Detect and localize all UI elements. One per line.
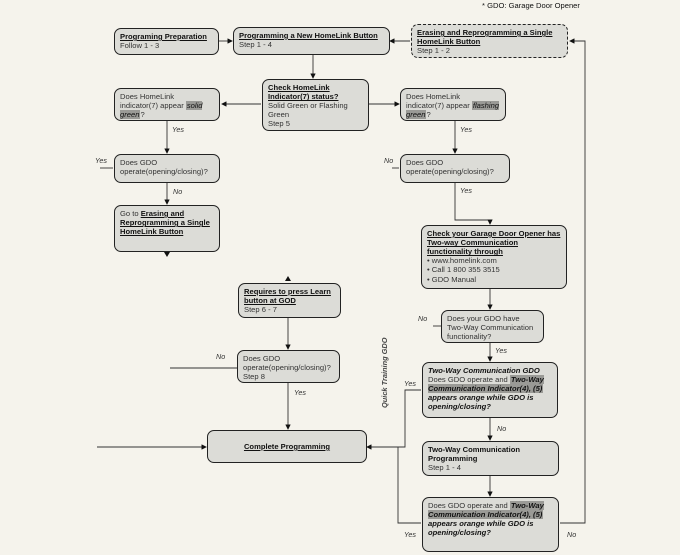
solid-post: ? [140,110,145,120]
final-question-box: Does GDO operate and Two-Way Communicati… [422,497,559,552]
final-pre: Does GDO operate and [428,501,510,510]
flash-post: ? [426,110,431,120]
twoway-gdo-no-label: No [497,424,507,433]
twoway-q-text: Does your GDO have Two-Way Communication… [447,314,534,342]
erase-reprogram-box[interactable]: Erasing and Reprogramming a Single HomeL… [411,24,568,58]
step8-no-label: No [216,352,226,361]
arrow-final-no-to-erase [560,38,586,524]
twoway-gdo-yes-label: Yes [404,379,416,388]
twoway-question-box: Does your GDO have Two-Way Communication… [441,310,544,343]
arrow-final-yes-to-complete [397,447,421,524]
learn-title: Requires to press Learn button at GOD [244,287,331,306]
check-twoway-item-3: • GDO Manual [427,274,477,284]
arrow-twoway-yes-to-complete [366,389,421,450]
twoway-gdo-pre: Does GDO operate and [428,375,510,385]
prep-sub: Follow 1 - 3 [120,41,160,51]
goto-erase-box[interactable]: Go to Erasing and Reprogramming a Single… [114,205,220,252]
gdo-right-text: Does GDO operate(opening/closing)? [406,158,494,177]
side-label: Quick Training GDO [380,337,389,409]
goto-pre: Go to [120,209,141,218]
learn-sub: Step 6 - 7 [244,305,277,315]
twoway-q-yes-label: Yes [495,346,507,355]
twoway-gdo-box: Two-Way Communication GDO Does GDO opera… [422,362,558,418]
erase-sub: Step 1 - 2 [417,46,450,56]
check-twoway-title: Check your Garage Door Opener has Two-wa… [427,229,561,257]
check-step: Step 5 [268,119,290,129]
learn-button-box: Requires to press Learn button at GOD St… [238,283,341,318]
twoway-gdo-post: appears orange while GDO is opening/clos… [428,393,534,412]
final-yes-label: Yes [404,530,416,539]
erase-title: Erasing and Reprogramming a Single HomeL… [417,28,553,47]
gdo-step8-text: Does GDO operate(opening/closing)? [243,354,331,373]
twoway-gdo-header: Two-Way Communication GDO [428,366,540,375]
gdo-step8-sub: Step 8 [243,372,265,382]
programming-preparation-box[interactable]: Programing Preparation Follow 1 - 3 [114,28,219,55]
check-twoway-box: Check your Garage Door Opener has Two-wa… [421,225,567,289]
gdo-right-no-label: No [384,156,394,165]
complete-programming-box[interactable]: Complete Programming [207,430,367,463]
twoway-programming-box[interactable]: Two-Way Communication Programming Step 1… [422,441,559,476]
twoway-q-no-label: No [418,314,428,323]
final-no-label: No [567,530,577,539]
legend-note: * GDO: Garage Door Opener [482,1,580,10]
complete-title: Complete Programming [243,441,331,451]
check-twoway-item-1: • www.homelink.com [427,256,497,266]
gdo-left-yes-label: Yes [95,156,107,165]
flash-yes-label: Yes [460,125,472,134]
check-title: Check HomeLink Indicator(7) status? [268,83,339,102]
twoway-prog-sub: Step 1 - 4 [428,463,461,473]
program-new-button-box[interactable]: Programming a New HomeLink Button Step 1… [233,27,390,55]
gdo-operate-left-box: Does GDO operate(opening/closing)? [114,154,220,183]
check-twoway-item-2: • Call 1 800 355 3515 [427,265,500,275]
gdo-right-yes-label: Yes [460,186,472,195]
solid-green-question-box: Does HomeLink indicator(7) appear solid … [114,88,220,121]
twoway-prog-title: Two-Way Communication Programming [428,445,520,464]
check-sub: Solid Green or Flashing Green [268,101,348,120]
gdo-left-no-label: No [173,187,183,196]
prep-title: Programing Preparation [120,32,207,41]
gdo-step8-box: Does GDO operate(opening/closing)? Step … [237,350,340,383]
program-new-title: Programming a New HomeLink Button [239,31,378,40]
arrow-gdo-to-twoway [454,183,493,225]
gdo-operate-right-box: Does GDO operate(opening/closing)? [400,154,510,183]
final-post: appears orange while GDO is opening/clos… [428,519,534,538]
check-homelink-status-box: Check HomeLink Indicator(7) status? Soli… [262,79,369,131]
flash-pre: Does HomeLink indicator(7) appear [406,92,472,111]
gdo-left-text: Does GDO operate(opening/closing)? [120,158,208,177]
arrowhead-goto-bottom [164,252,170,257]
arrowhead-learn-top [285,276,291,281]
goto-link[interactable]: Erasing and Reprogramming a Single HomeL… [120,209,210,237]
solid-pre: Does HomeLink indicator(7) appear [120,92,186,111]
flashing-green-question-box: Does HomeLink indicator(7) appear flashi… [400,88,506,121]
step8-yes-label: Yes [294,388,306,397]
program-new-sub: Step 1 - 4 [239,40,272,50]
solid-yes-label: Yes [172,125,184,134]
